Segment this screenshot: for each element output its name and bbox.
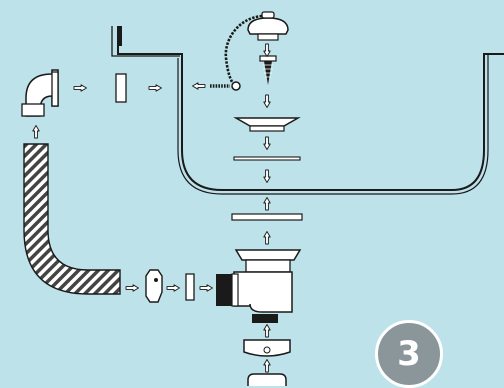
arrow-icon (263, 94, 271, 108)
drain-body (216, 249, 302, 323)
drain-screw (259, 55, 277, 85)
strainer-flange (233, 117, 301, 132)
arrow-icon (32, 125, 40, 139)
drain-plug-with-chain (210, 11, 289, 91)
coupling-sleeve (115, 73, 127, 103)
arrow-icon (263, 359, 271, 373)
step-number: 3 (397, 334, 421, 374)
arrow-icon (125, 284, 139, 292)
arrow-icon (263, 324, 271, 338)
sealing-ring (233, 156, 301, 161)
arrow-icon (73, 84, 87, 92)
arrow-icon (263, 197, 271, 211)
arrow-icon (192, 82, 206, 90)
sink-basin (111, 26, 504, 195)
step-number-badge: 3 (375, 320, 443, 388)
hose-connectors (145, 269, 195, 303)
arrow-icon (263, 231, 271, 245)
arrow-icon (148, 84, 162, 92)
lower-gasket (231, 213, 303, 221)
bottom-cap (243, 339, 291, 386)
sink-basin-icon (117, 26, 504, 191)
arrow-icon (263, 136, 271, 150)
assembly-arrows (32, 43, 271, 373)
arrow-icon (263, 169, 271, 183)
drain-plug-with-chain-icon (247, 17, 289, 35)
corrugated-hose (23, 143, 121, 295)
arrow-icon (199, 284, 213, 292)
corrugated-hose-icon (23, 143, 121, 295)
arrow-icon (263, 43, 271, 57)
arrow-icon (166, 284, 180, 292)
pipe-elbow (21, 69, 59, 117)
